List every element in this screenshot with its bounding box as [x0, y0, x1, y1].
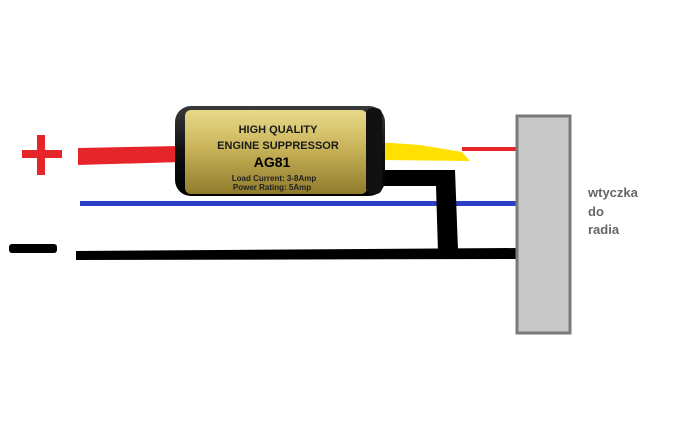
suppressor-line2: ENGINE SUPPRESSOR	[217, 140, 339, 152]
suppressor-model: AG81	[254, 154, 291, 170]
blue-wire	[80, 201, 522, 206]
plug-label-line3: radia	[588, 222, 620, 237]
plug-label-line1: wtyczka	[587, 185, 639, 200]
plug-label-line2: do	[588, 204, 604, 219]
radio-plug	[515, 114, 572, 335]
ground-wire	[76, 248, 518, 260]
suppressor-ground-lead	[372, 170, 458, 252]
suppressor-line1: HIGH QUALITY	[239, 124, 318, 136]
engine-suppressor: HIGH QUALITY ENGINE SUPPRESSOR AG81 Load…	[175, 106, 385, 196]
minus-symbol	[9, 244, 57, 253]
positive-input-wire	[78, 146, 182, 165]
suppressor-spec1: Load Current: 3-8Amp	[232, 174, 317, 183]
suppressor-spec2: Power Rating: 5Amp	[233, 183, 311, 192]
plus-symbol	[22, 135, 62, 175]
yellow-output-wire	[378, 142, 470, 161]
positive-output-wire	[462, 147, 518, 151]
